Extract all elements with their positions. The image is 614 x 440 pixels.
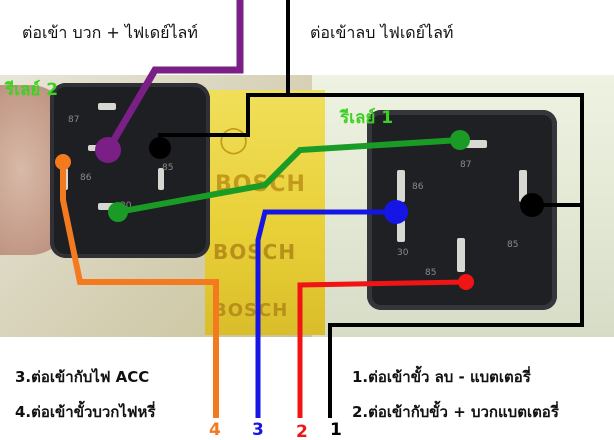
label-step-2-battery-positive: 2.ต่อเข้ากับขั้ว + บวกแบตเตอรี่ bbox=[352, 403, 559, 421]
wire-blue bbox=[255, 209, 396, 418]
relay-1-pin-85-bottom bbox=[457, 238, 465, 272]
wire-purple bbox=[104, 0, 244, 152]
relay-2-pin-87 bbox=[98, 103, 116, 110]
label-minus-daylight: ต่อเข้าลบ ไฟเดย์ไลท์ bbox=[310, 23, 454, 42]
wire-number-3: 3 bbox=[252, 420, 264, 440]
relay-1-pin-label-85: 85 bbox=[507, 240, 519, 250]
terminal-orange bbox=[55, 154, 71, 170]
bosch-brand-text-2: BOSCH bbox=[213, 240, 297, 264]
wire-red bbox=[297, 279, 467, 418]
bosch-brand-text-3: BOSCH bbox=[213, 300, 289, 321]
relay-1-pin-label-85-bottom: 85 bbox=[425, 268, 437, 278]
label-step-4-parking-light: 4.ต่อเข้าขั้วบวกไฟหรี่ bbox=[15, 403, 156, 421]
relay-1-pin-86 bbox=[397, 170, 405, 202]
terminal-black-left bbox=[149, 137, 171, 159]
terminal-green-right bbox=[450, 130, 470, 150]
relay-2-pin-30 bbox=[98, 203, 116, 210]
label-relay-2: รีเลย์ 2 bbox=[5, 80, 59, 100]
wire-green bbox=[117, 137, 461, 215]
terminal-blue bbox=[384, 200, 408, 224]
relay-1-pin-label-87: 87 bbox=[460, 160, 472, 170]
terminal-red bbox=[458, 274, 474, 290]
label-relay-1: รีเลย์ 1 bbox=[340, 108, 394, 128]
label-plus-daylight: ต่อเข้า บวก + ไฟเดย์ไลท์ bbox=[22, 23, 198, 42]
relay-2-pin-label-85: 85 bbox=[162, 163, 174, 173]
relay-1-pin-85 bbox=[519, 170, 527, 202]
wire-number-2: 2 bbox=[296, 422, 308, 440]
wire-black-1 bbox=[248, 93, 584, 207]
relay-2-pin-label-87: 87 bbox=[68, 115, 80, 125]
terminal-black-right bbox=[520, 193, 544, 217]
wire-black-1-down bbox=[328, 205, 584, 418]
wire-number-4: 4 bbox=[209, 420, 221, 440]
relay-1-pin-label-30: 30 bbox=[397, 248, 409, 258]
label-step-3-acc: 3.ต่อเข้ากับไฟ ACC bbox=[15, 368, 150, 386]
wire-orange bbox=[60, 162, 219, 418]
relay-2-pin-label-86: 86 bbox=[80, 173, 92, 183]
bosch-logo-ring: ◯ bbox=[219, 125, 250, 155]
relay-2-pin-85 bbox=[158, 168, 164, 190]
relay-1-pin-30 bbox=[397, 220, 405, 242]
terminal-green-left bbox=[108, 202, 128, 222]
relay-1-pin-87 bbox=[453, 140, 487, 148]
relay-1-pin-label-86: 86 bbox=[412, 182, 424, 192]
relay-2-pin-87a bbox=[88, 145, 102, 151]
terminal-purple bbox=[95, 137, 121, 163]
label-step-1-battery-negative: 1.ต่อเข้าขั้ว ลบ - แบตเตอรี่ bbox=[352, 368, 531, 386]
wire-number-1: 1 bbox=[330, 420, 342, 440]
